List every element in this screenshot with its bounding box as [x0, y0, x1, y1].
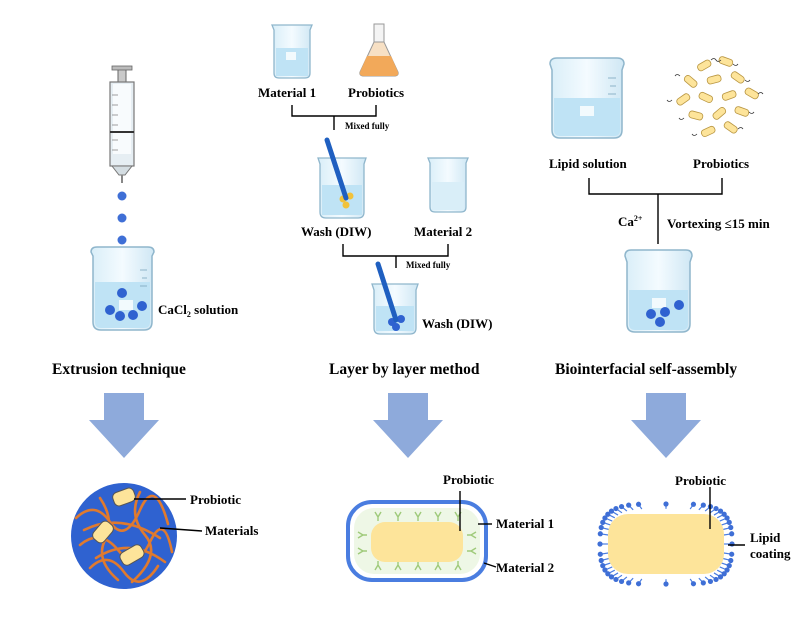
- lipid-head: [608, 508, 615, 514]
- lipid-head: [635, 581, 642, 587]
- lipid-head: [613, 576, 619, 583]
- beaker-lipid: [549, 57, 625, 139]
- extrusion-materials-label: Materials: [205, 523, 258, 538]
- merge-line-3: [588, 178, 723, 244]
- material1-label: Material 1: [258, 85, 316, 100]
- wash-diw-label-2: Wash (DIW): [422, 316, 492, 331]
- layer-material2-pointer: [483, 562, 497, 568]
- droplets: [117, 191, 127, 245]
- merge-line-1: [291, 105, 377, 130]
- extrusion-probiotic-label: Probiotic: [190, 492, 241, 507]
- lipid-head: [690, 581, 697, 587]
- lipid-head: [707, 578, 714, 585]
- lipid-head: [663, 581, 669, 587]
- lipid-head: [602, 515, 608, 521]
- lipid-head: [605, 511, 611, 517]
- lipid-coating-layer: [597, 501, 735, 587]
- lipid-head: [600, 563, 606, 569]
- beaker-mixing-2: [371, 261, 419, 335]
- lipid-head: [713, 505, 719, 512]
- beaker-cacl2: [90, 246, 155, 331]
- lipid-head: [618, 578, 625, 585]
- lipid-head: [598, 557, 604, 564]
- lipid-head: [728, 524, 734, 531]
- mixed-fully-label-1: Mixed fully: [345, 121, 390, 131]
- lipid-head: [600, 519, 606, 525]
- lipid-head: [690, 501, 697, 507]
- cacl2-solution-label: CaCl2 solution: [158, 302, 239, 319]
- lipid-head: [724, 567, 730, 573]
- mixed-fully-label-2: Mixed fully: [406, 260, 451, 270]
- lipid-head: [717, 508, 724, 514]
- lipid-head: [717, 574, 724, 580]
- lipid-head: [597, 541, 603, 547]
- beaker-result: [624, 249, 693, 333]
- probiotics-label-top: Probiotics: [348, 85, 404, 100]
- lipid-coated-capsule: [597, 501, 735, 587]
- layer-material2-label: Material 2: [496, 560, 554, 575]
- lipid-head: [613, 505, 619, 512]
- layer-material1-label: Material 1: [496, 516, 554, 531]
- lipid-head: [635, 501, 642, 507]
- probiotics-cluster: [666, 56, 764, 137]
- down-arrow-extrusion: [89, 393, 159, 458]
- lipid-head: [700, 580, 706, 586]
- extrusion-bead: [71, 483, 177, 589]
- lipid-head: [729, 541, 735, 547]
- lipid-head: [729, 551, 735, 557]
- lipid-head: [626, 580, 632, 586]
- down-arrow-bio: [631, 393, 701, 458]
- materials-pointer-line: [159, 527, 203, 532]
- beaker-material2: [427, 157, 469, 213]
- lipid-head: [602, 567, 608, 573]
- layer-probiotic-label: Probiotic: [443, 472, 494, 487]
- wash-diw-label-1: Wash (DIW): [301, 224, 371, 239]
- bio-probiotic-label: Probiotic: [675, 473, 726, 488]
- lipid-head: [726, 519, 732, 525]
- lipid-head: [626, 502, 632, 508]
- lipid-head: [728, 557, 734, 564]
- lipid-head: [605, 571, 611, 577]
- lipid-head: [700, 502, 706, 508]
- ca-label: Ca2+: [618, 214, 643, 229]
- lipid-head: [726, 563, 732, 569]
- lipid-head: [713, 576, 719, 583]
- layered-capsule: [346, 500, 488, 582]
- beaker-material1: [271, 24, 313, 79]
- lipid-head: [721, 571, 727, 577]
- lipid-head: [729, 531, 735, 537]
- bio-title: Biointerfacial self-assembly: [555, 361, 737, 378]
- lipid-head: [721, 511, 727, 517]
- lipid-head: [597, 531, 603, 537]
- lipid-head: [598, 524, 604, 531]
- bio-probiotics-label: Probiotics: [693, 156, 749, 171]
- syringe: [109, 65, 135, 183]
- down-arrow-layer: [373, 393, 443, 458]
- vortexing-label: Vortexing ≤15 min: [667, 216, 770, 231]
- lipid-head: [608, 574, 615, 580]
- extrusion-title: Extrusion technique: [52, 361, 186, 378]
- lipid-coating-label-line2: coating: [750, 546, 791, 561]
- lipid-head: [618, 503, 625, 510]
- material2-label: Material 2: [414, 224, 472, 239]
- lipid-solution-label: Lipid solution: [549, 156, 627, 171]
- lipid-head: [724, 515, 730, 521]
- lipid-coating-label-line1: Lipid: [750, 530, 781, 545]
- merge-line-2: [342, 244, 449, 268]
- beaker-mixing-1: [317, 137, 367, 219]
- lipid-head: [597, 551, 603, 557]
- lipid-head: [663, 501, 669, 507]
- layer-title: Layer by layer method: [329, 361, 480, 378]
- flask-probiotics: [359, 23, 399, 77]
